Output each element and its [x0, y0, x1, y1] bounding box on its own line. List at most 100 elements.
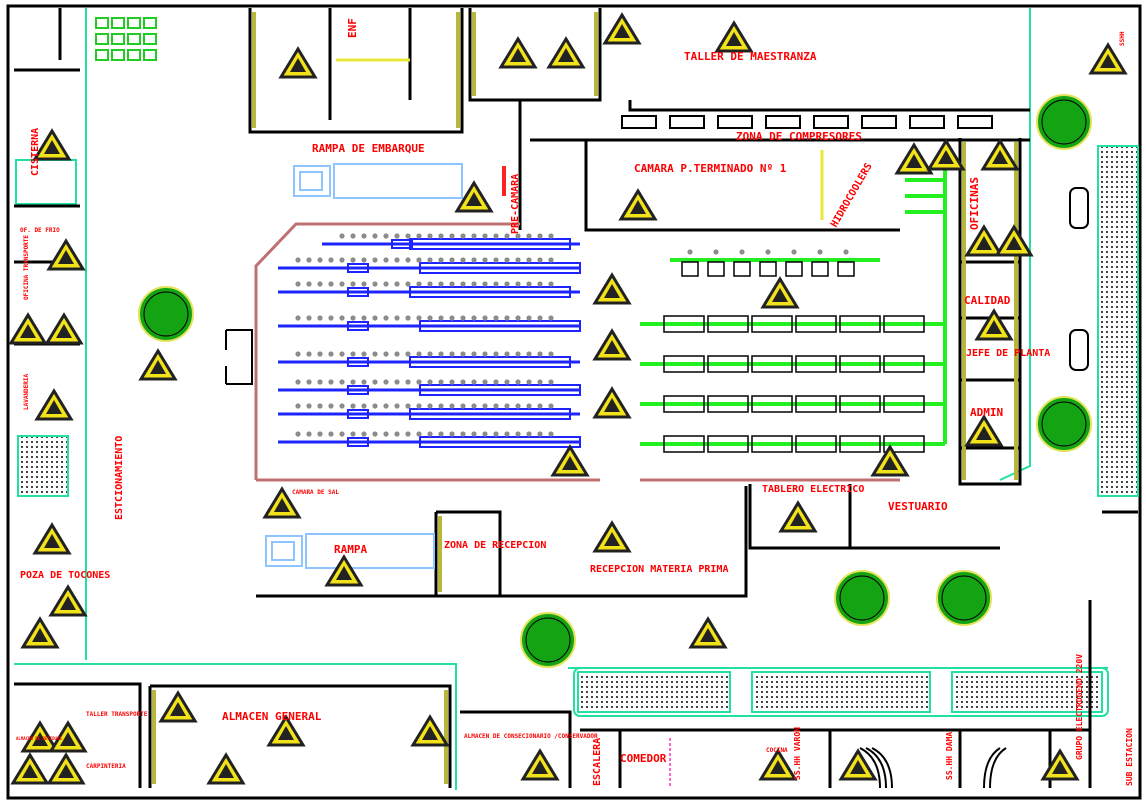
roller: [416, 379, 422, 385]
roller: [405, 281, 411, 287]
label-camara-sal: CAMARA DE SAL: [292, 489, 339, 496]
label-almacen-consecionario: ALMACEN DE CONSECIONARIO /CONSERVADOR: [464, 733, 598, 740]
roller: [328, 257, 334, 263]
main-hall: [254, 222, 900, 482]
roller: [427, 281, 433, 287]
label-top-right-room: SSHH: [1119, 31, 1126, 46]
roller: [361, 315, 367, 321]
roller: [394, 403, 400, 409]
roller: [493, 315, 499, 321]
label-zona-recepcion: ZONA DE RECEPCION: [444, 540, 546, 551]
roller: [493, 379, 499, 385]
roller: [438, 403, 444, 409]
roller: [295, 431, 301, 437]
roller: [817, 249, 823, 255]
label-estacionamiento: ESTCIONAMIENTO: [114, 436, 125, 520]
roller: [449, 315, 455, 321]
roller: [427, 233, 433, 239]
roller: [361, 257, 367, 263]
roller: [515, 351, 521, 357]
label-taller-transporte: TALLER TRANSPORTE: [86, 711, 148, 718]
line-unit: [347, 287, 369, 297]
roller: [394, 281, 400, 287]
roller: [317, 281, 323, 287]
label-almacen-general: ALMACEN GENERAL: [222, 710, 322, 723]
line-tank: [409, 356, 571, 368]
roller: [339, 257, 345, 263]
roller: [394, 431, 400, 437]
tree-canopy: [520, 612, 576, 668]
processing-line: [278, 257, 581, 274]
line-tank: [419, 262, 581, 274]
roller: [791, 249, 797, 255]
roller: [482, 351, 488, 357]
roller: [416, 403, 422, 409]
roller: [350, 257, 356, 263]
roller: [295, 379, 301, 385]
roller: [328, 431, 334, 437]
label-vestuario: VESTUARIO: [888, 500, 948, 513]
roller: [372, 315, 378, 321]
roller: [295, 281, 301, 287]
roller: [493, 257, 499, 263]
roller: [372, 233, 378, 239]
tree: [1036, 94, 1092, 150]
hatched-area-bottom-3: [951, 671, 1103, 713]
tree-inner-ring: [941, 575, 987, 621]
roller: [416, 315, 422, 321]
roller: [504, 431, 510, 437]
roller: [515, 281, 521, 287]
roller: [713, 249, 719, 255]
line-tank: [409, 408, 571, 420]
roller: [438, 431, 444, 437]
line-unit: [347, 357, 369, 367]
roller: [383, 233, 389, 239]
roller: [537, 257, 543, 263]
roller: [295, 351, 301, 357]
line-tank: [419, 320, 581, 332]
processing-line: [278, 351, 580, 368]
roller: [427, 351, 433, 357]
roller: [515, 379, 521, 385]
label-cisterna: CISTERNA: [30, 128, 41, 176]
roller: [328, 281, 334, 287]
roller: [843, 249, 849, 255]
roller: [416, 351, 422, 357]
roller: [405, 315, 411, 321]
label-sshh-varon: SS.HH VARON: [793, 727, 802, 780]
conveyor-table: [883, 435, 925, 453]
tree-inner-ring: [839, 575, 885, 621]
conveyor-table: [795, 435, 837, 453]
roller: [361, 351, 367, 357]
conveyor-table: [883, 395, 925, 413]
roller: [317, 379, 323, 385]
roller: [515, 403, 521, 409]
label-recepcion-materia-prima: RECEPCION MATERIA PRIMA: [590, 564, 728, 575]
processing-line: [322, 233, 580, 250]
roller: [537, 431, 543, 437]
conveyor-table: [839, 355, 881, 373]
roller: [460, 403, 466, 409]
conveyor-table: [839, 435, 881, 453]
label-taller-maestranza: TALLER DE MAESTRANZA: [684, 50, 817, 63]
roller: [504, 257, 510, 263]
roller: [383, 379, 389, 385]
room-labels: TALLER DE MAESTRANZA ENF RAMPA DE EMBARQ…: [16, 18, 1134, 786]
roller: [372, 403, 378, 409]
hatched-area-bottom-1: [577, 671, 731, 713]
roller: [548, 351, 554, 357]
hopper: [811, 261, 829, 277]
roller: [361, 281, 367, 287]
roller: [449, 233, 455, 239]
roller: [504, 351, 510, 357]
roller: [306, 379, 312, 385]
roller: [339, 379, 345, 385]
hopper: [733, 261, 751, 277]
roller: [394, 233, 400, 239]
roller: [526, 281, 532, 287]
roller: [339, 351, 345, 357]
processing-line: [278, 379, 581, 396]
conveyor-table: [795, 395, 837, 413]
label-tablero-electrico: TABLERO ELECTRICO: [762, 484, 864, 495]
roller: [394, 315, 400, 321]
